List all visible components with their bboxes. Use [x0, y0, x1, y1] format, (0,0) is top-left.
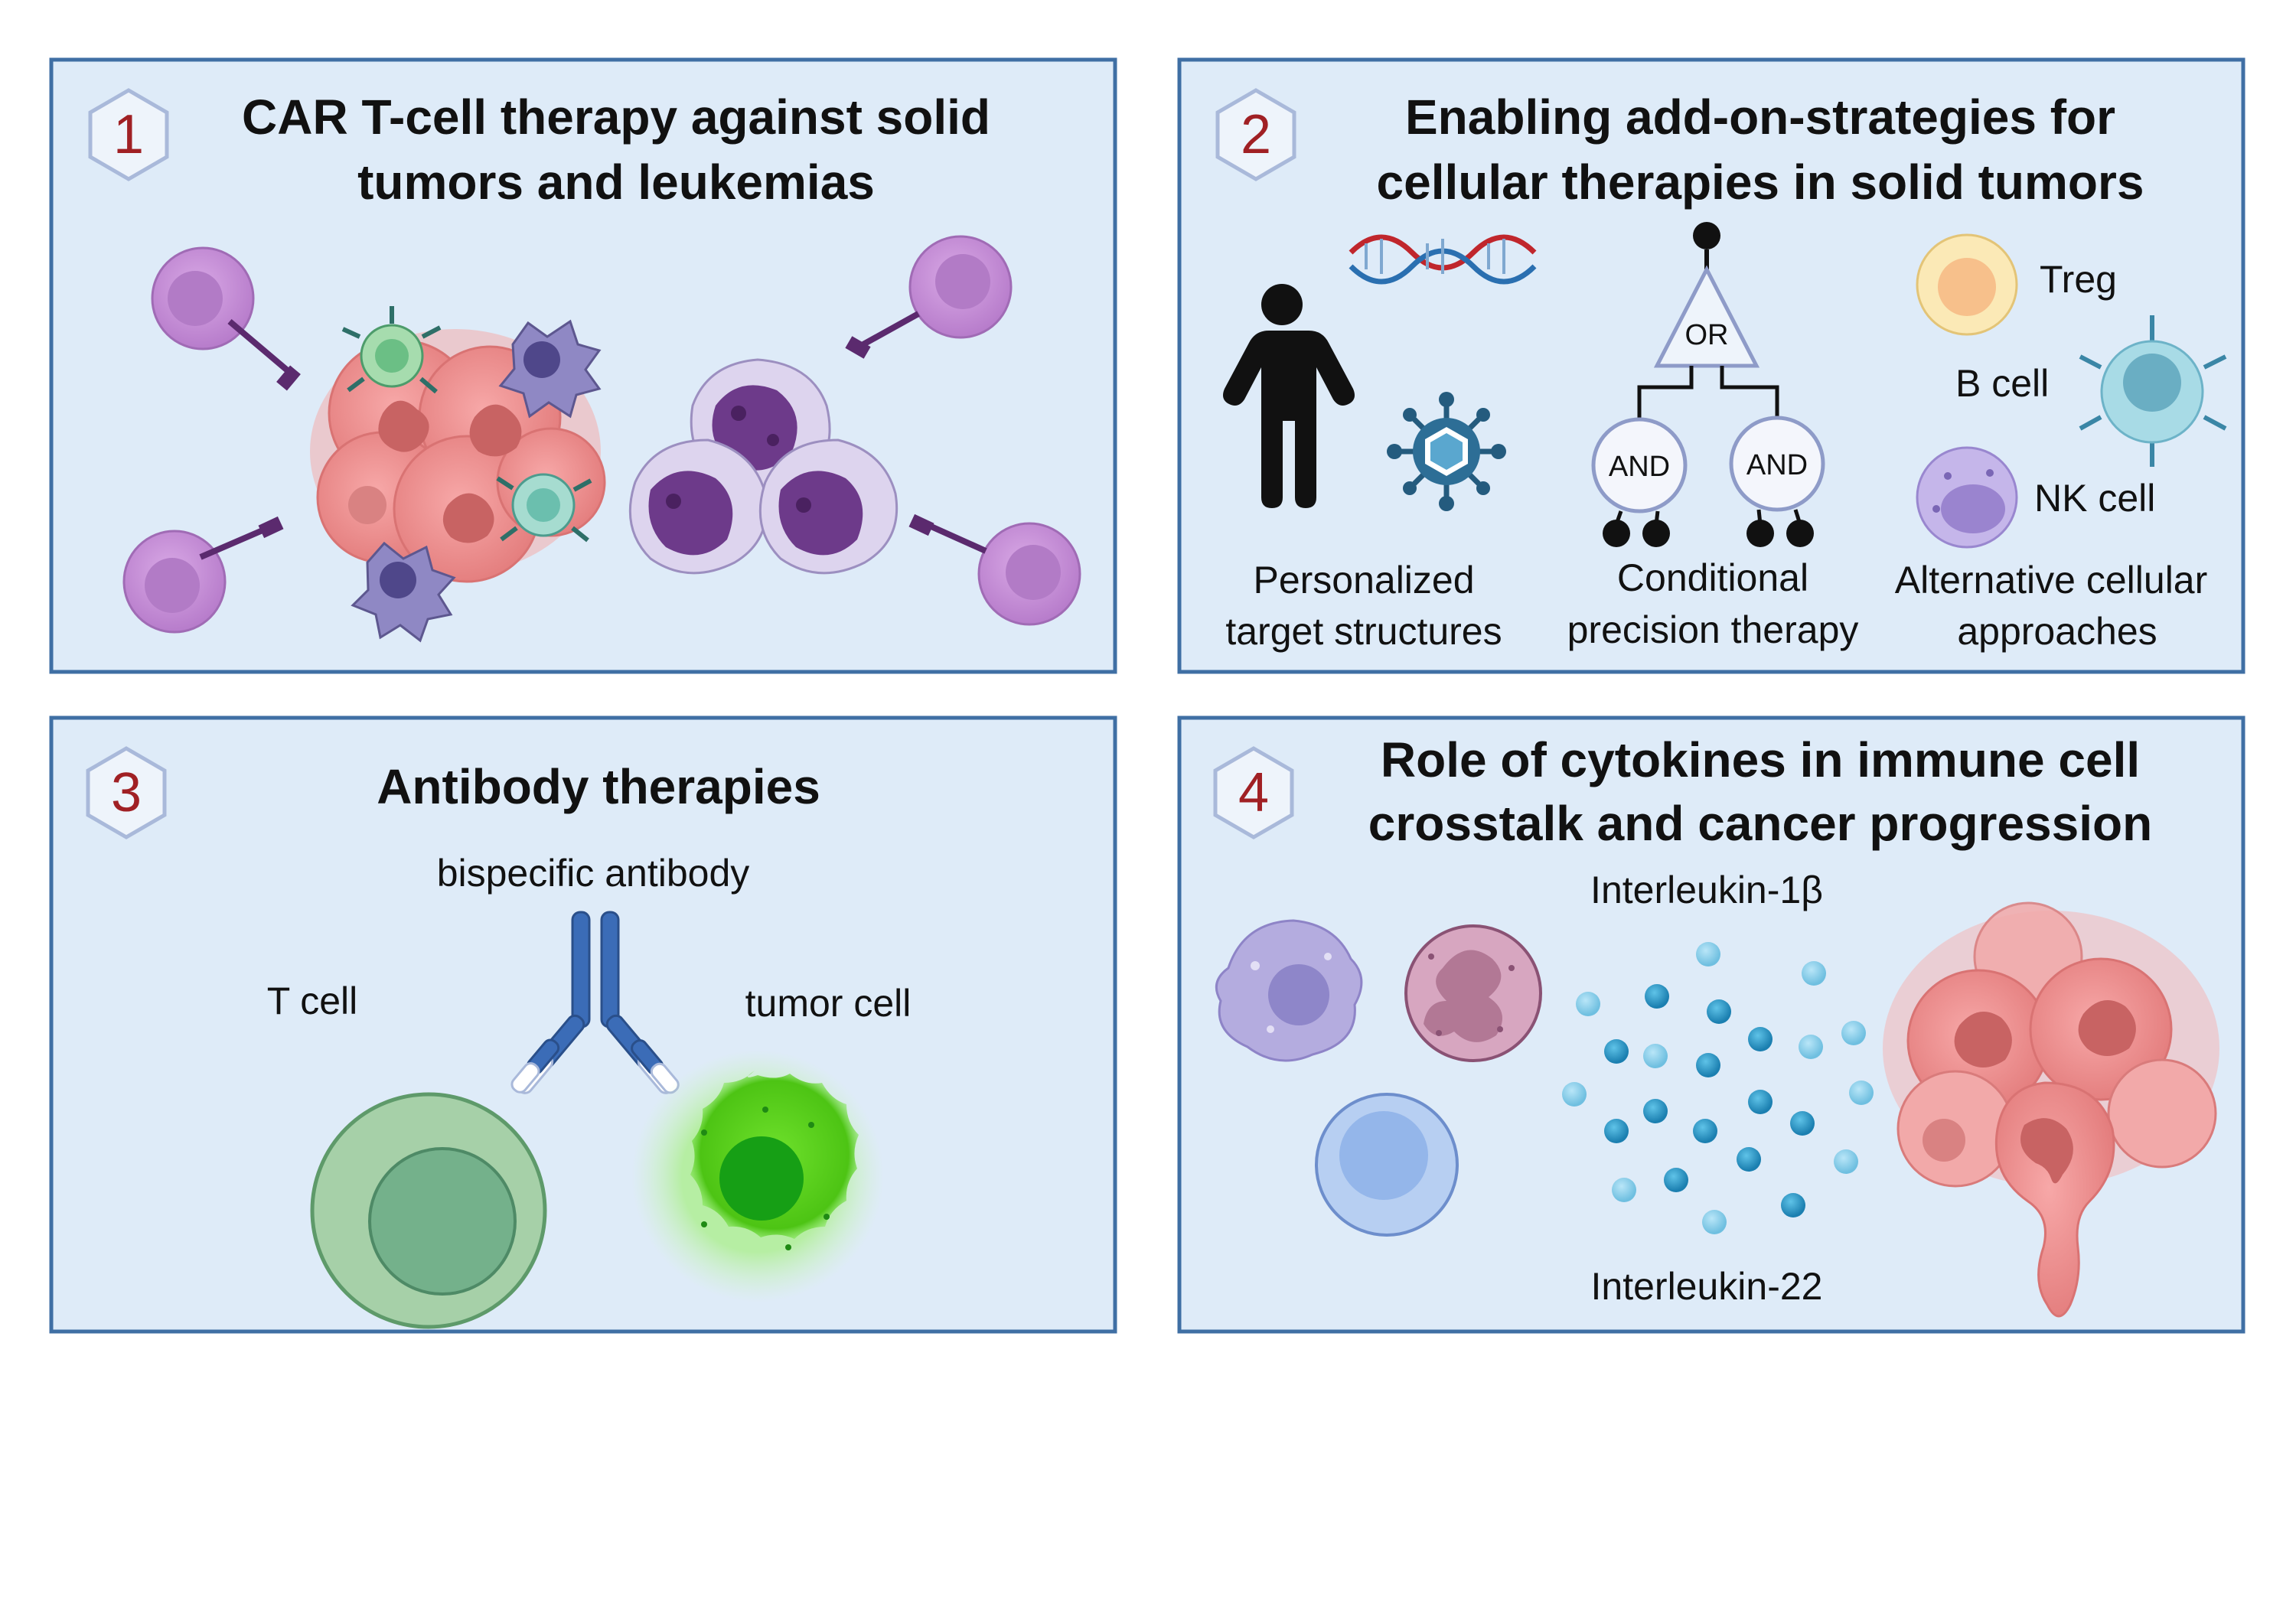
tumor-cluster-metastasis — [1883, 901, 2219, 1318]
panel-4-title-line-1: Role of cytokines in immune cell — [1381, 732, 2140, 787]
panel-3-number-badge: 3 — [86, 746, 167, 839]
panel-4: 4 Role of cytokines in immune cell cross… — [1177, 715, 2245, 1334]
car-t-cell — [122, 516, 284, 634]
car-t-cell — [845, 235, 1013, 359]
car-t-cell — [908, 513, 1081, 626]
caption-conditional-line-1: Conditional — [1617, 556, 1808, 599]
panel-3-number: 3 — [111, 762, 142, 823]
leukemia-cell — [628, 438, 768, 575]
bispecific-antibody-label: bispecific antibody — [437, 852, 750, 895]
panel-2: 2 Enabling add-on-strategies for cellula… — [1177, 57, 2245, 674]
hexagon-icon — [1215, 88, 1296, 181]
or-gate-label: OR — [1685, 319, 1729, 351]
and-gate-right-label: AND — [1746, 449, 1808, 481]
treg-cell — [1916, 233, 2018, 336]
treg-label: Treg — [2040, 258, 2117, 301]
virus-icon — [1387, 392, 1506, 511]
macrophage-cell — [1215, 919, 1363, 1062]
panel-3: 3 Antibody therapies bispecific antibody… — [49, 715, 1117, 1334]
t-cell-label: T cell — [267, 980, 358, 1022]
panel-4-title-line-2: crosstalk and cancer progression — [1368, 796, 2152, 851]
dendritic-cell — [351, 541, 456, 643]
t-cell — [310, 1092, 547, 1329]
interleukin-22-label: Interleukin-22 — [1591, 1265, 1823, 1308]
panel-4-number-badge: 4 — [1213, 746, 1294, 839]
logic-gate-icon: OR AND AND — [1591, 222, 1825, 547]
panel-2-number: 2 — [1241, 104, 1271, 165]
car-t-cell — [151, 246, 301, 391]
caption-alternative-line-2: approaches — [1957, 610, 2157, 653]
panel-2-number-badge: 2 — [1215, 88, 1296, 181]
panel-1-title-line-2: tumors and leukemias — [357, 155, 875, 210]
panel-4-number: 4 — [1238, 762, 1269, 823]
nk-cell — [1916, 446, 2018, 549]
tumor-cell-green — [631, 1050, 884, 1302]
person-icon — [1223, 284, 1355, 508]
caption-conditional-line-2: precision therapy — [1567, 608, 1859, 651]
panel-1-title-line-1: CAR T-cell therapy against solid — [242, 90, 990, 145]
dendritic-cell — [498, 319, 602, 419]
panel-1: 1 CAR T-cell therapy against solid tumor… — [49, 57, 1117, 674]
nk-cell-label: NK cell — [2034, 477, 2155, 520]
interleukin-1b-label: Interleukin-1β — [1590, 869, 1823, 911]
cytokine-cloud — [1562, 942, 1874, 1234]
immune-cell-teal — [496, 473, 592, 543]
lymphocyte-cell — [1315, 1093, 1459, 1237]
dna-icon — [1349, 234, 1537, 285]
tumor-cell-label: tumor cell — [745, 982, 912, 1025]
panel-2-title-line-2: cellular therapies in solid tumors — [1377, 155, 2144, 210]
neutrophil-cell — [1404, 924, 1542, 1062]
and-gate-left-label: AND — [1609, 451, 1670, 483]
panel-3-title: Antibody therapies — [377, 759, 820, 814]
caption-personalized-line-1: Personalized — [1253, 559, 1474, 601]
caption-personalized-line-2: target structures — [1225, 610, 1502, 653]
panel-2-title-line-1: Enabling add-on-strategies for — [1405, 90, 2115, 145]
b-cell-label: B cell — [1955, 362, 2049, 405]
b-cell — [2079, 315, 2227, 467]
panel-1-number: 1 — [113, 104, 144, 165]
hexagon-icon — [86, 746, 167, 839]
hexagon-icon — [88, 88, 169, 181]
caption-alternative-line-1: Alternative cellular — [1895, 559, 2208, 601]
hexagon-icon — [1213, 746, 1294, 839]
panel-1-number-badge: 1 — [88, 88, 169, 181]
immune-cell-green — [341, 306, 442, 394]
bispecific-antibody — [510, 911, 680, 1094]
leukemia-cell — [758, 438, 899, 575]
